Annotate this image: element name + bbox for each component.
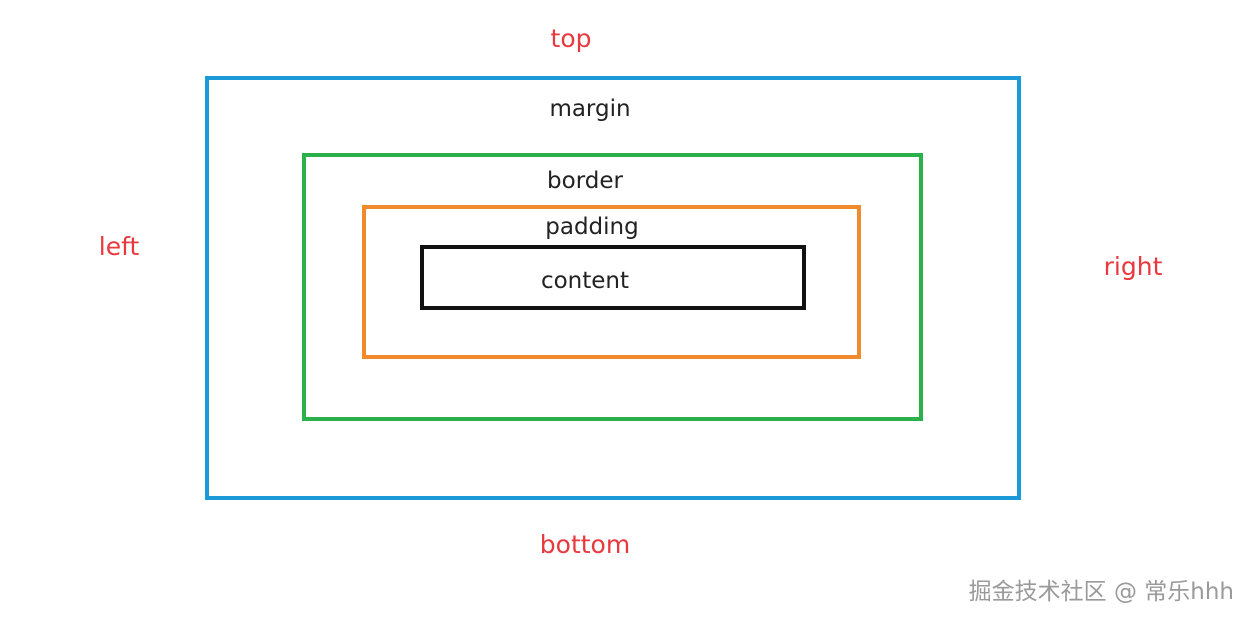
label-top: top (550, 24, 592, 53)
padding-label: padding (545, 214, 639, 240)
border-box (302, 153, 923, 421)
label-left: left (98, 232, 140, 261)
margin-label: margin (549, 96, 631, 122)
label-right: right (1103, 252, 1163, 281)
border-label: border (547, 168, 623, 194)
label-bottom: bottom (539, 530, 631, 559)
content-box (420, 245, 806, 310)
watermark: 掘金技术社区 @ 常乐hhh (968, 579, 1234, 605)
margin-box (205, 76, 1021, 500)
content-label: content (540, 268, 630, 294)
padding-box (362, 205, 861, 359)
